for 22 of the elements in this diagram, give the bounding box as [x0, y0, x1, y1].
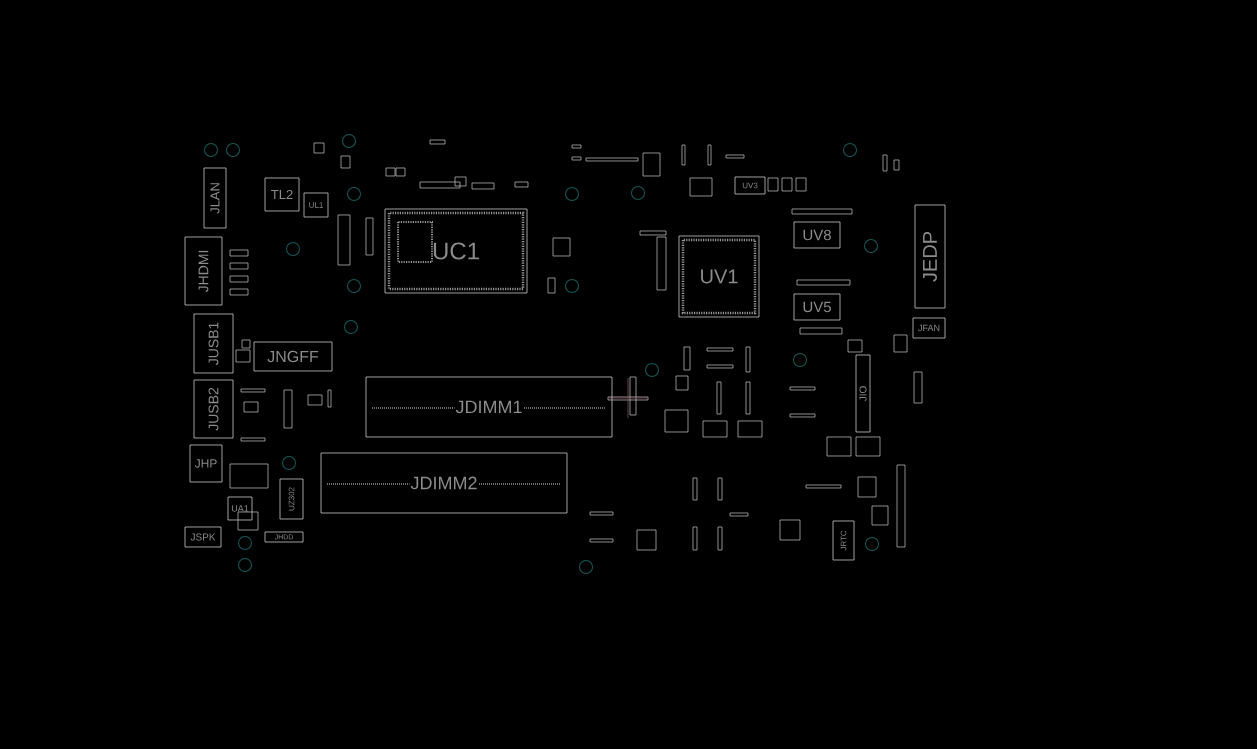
- chip-outline: UL1: [303, 192, 329, 218]
- chip-outline: TL2: [264, 177, 300, 212]
- connector-outline: JSPK: [184, 526, 222, 548]
- connector-outline: JFAN: [912, 317, 946, 339]
- connector-outline: JHP: [189, 444, 223, 483]
- connector-outline: JNGFF: [253, 341, 333, 372]
- connector-outline: JHDMI: [184, 236, 223, 306]
- chip-outline: UV1: [678, 235, 760, 318]
- connector-outline: JUSB1: [193, 313, 234, 374]
- chip-outline: UV8: [793, 221, 841, 249]
- chip-outline: UV5: [793, 293, 841, 321]
- memory-slot: JDIMM2: [320, 452, 568, 514]
- connector-outline: JEDP: [914, 204, 946, 309]
- chip-outline: UZ302: [279, 478, 304, 520]
- connector-outline: JIO: [855, 354, 871, 433]
- connector-outline: JLAN: [203, 167, 227, 229]
- chip-outline: UV3: [734, 176, 766, 195]
- chip-outline: UC1: [384, 208, 528, 294]
- chip-outline: UA1: [227, 496, 253, 521]
- connector-outline: JUSB2: [193, 379, 234, 439]
- memory-slot: JDIMM1: [365, 376, 613, 438]
- connector-outline: JRTC: [832, 520, 855, 561]
